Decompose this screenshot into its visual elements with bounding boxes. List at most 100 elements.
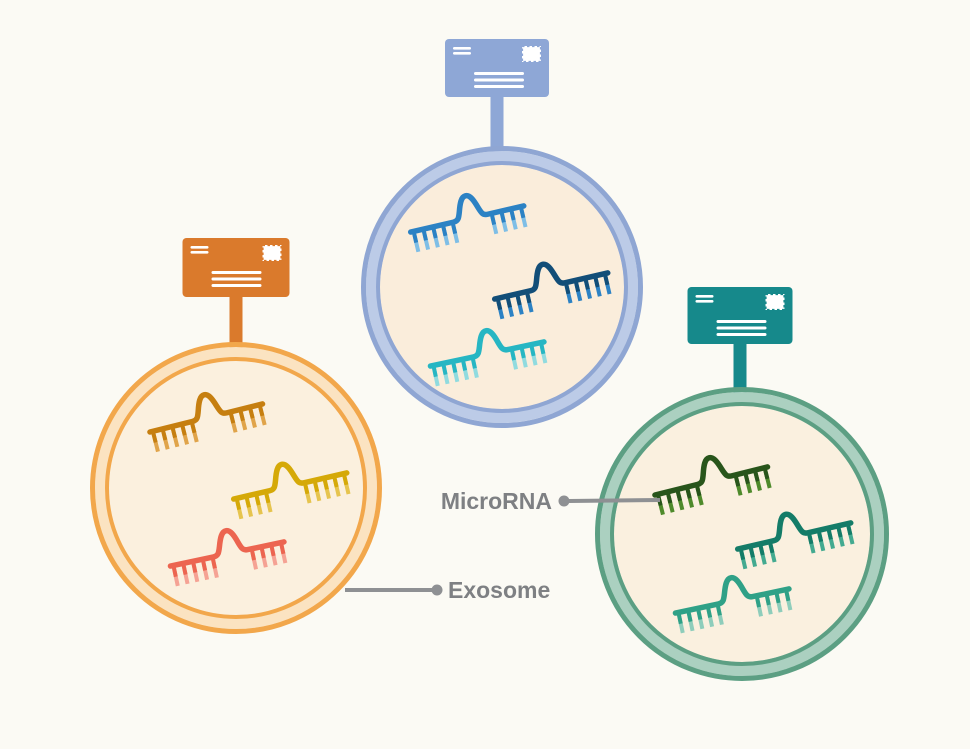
base-pair-tooth — [490, 214, 497, 226]
base-pair-tooth — [201, 560, 208, 571]
base-pair-tooth — [269, 546, 276, 557]
letter-line — [474, 78, 524, 82]
base-pair-tooth — [264, 493, 271, 504]
base-pair-tooth — [421, 230, 428, 241]
base-pair-tooth — [170, 427, 178, 439]
base-pair-tooth — [303, 484, 310, 495]
stamp-icon — [764, 292, 786, 312]
base-pair-tooth — [171, 566, 178, 578]
base-pair-tooth — [768, 543, 775, 554]
base-pair-tooth — [499, 212, 506, 223]
rna-strand — [167, 527, 287, 569]
microrna-icon — [407, 192, 528, 253]
letter-line — [716, 326, 767, 330]
microrna-icon — [167, 527, 288, 587]
letter-line — [716, 333, 767, 336]
base-pair-tooth — [244, 497, 251, 508]
microrna-icon — [427, 327, 548, 387]
base-pair-tooth — [539, 344, 546, 355]
base-pair-tooth — [248, 408, 255, 419]
exosome-blue — [361, 39, 643, 428]
letter-line — [716, 320, 767, 323]
base-pair-tooth — [846, 525, 853, 536]
letter-line — [211, 284, 262, 287]
membrane-outer-stroke — [595, 387, 889, 681]
base-pair-tooth — [235, 499, 242, 511]
base-pair-tooth — [431, 366, 438, 378]
address-line — [695, 300, 714, 303]
base-pair-tooth — [161, 430, 168, 441]
rna-strand — [672, 574, 792, 616]
base-pair-tooth — [441, 364, 448, 375]
base-pair-tooth — [784, 591, 791, 602]
base-pair-tooth — [519, 208, 526, 219]
base-pair-tooth — [686, 611, 693, 622]
base-pair-tooth — [583, 279, 590, 290]
microrna-pointer-dot — [558, 495, 570, 507]
base-pair-tooth — [666, 493, 673, 504]
base-pair-tooth — [774, 593, 781, 604]
address-line — [190, 246, 209, 249]
membrane-outer-stroke — [361, 146, 643, 428]
rna-strand — [230, 461, 350, 502]
microrna-label: MicroRNA — [440, 487, 552, 514]
base-pair-tooth — [510, 350, 517, 361]
base-pair-tooth — [322, 479, 329, 490]
exosome-teal — [595, 287, 889, 681]
base-pair-tooth — [258, 406, 265, 417]
base-pair-tooth — [696, 609, 703, 620]
base-pair-tooth — [734, 476, 741, 487]
base-pair-tooth — [451, 362, 458, 373]
address-line — [453, 47, 471, 50]
base-pair-tooth — [593, 277, 600, 288]
base-pair-tooth — [603, 275, 610, 286]
address-line — [695, 295, 714, 298]
exosome-label: Exosome — [448, 576, 551, 603]
base-pair-tooth — [758, 545, 765, 556]
base-pair-tooth — [763, 469, 770, 480]
base-pair-tooth — [441, 226, 448, 237]
rna-strand — [147, 391, 266, 435]
vesicle-lumen — [614, 406, 870, 662]
rna-strand — [652, 454, 771, 498]
exosome-membrane — [595, 387, 889, 681]
base-pair-tooth — [753, 471, 760, 482]
base-pair-tooth — [676, 613, 683, 625]
membrane-inner-stroke — [105, 357, 367, 619]
base-pair-tooth — [764, 595, 771, 606]
base-pair-tooth — [706, 607, 713, 618]
exosome-pointer-dot — [431, 584, 443, 596]
base-pair-tooth — [574, 281, 581, 293]
base-pair-tooth — [461, 360, 468, 371]
base-pair-tooth — [470, 358, 477, 369]
base-pair-tooth — [515, 295, 522, 306]
base-pair-tooth — [191, 562, 198, 573]
base-pair-tooth — [817, 531, 824, 543]
base-pair-tooth — [739, 549, 746, 561]
base-pair-tooth — [180, 425, 187, 436]
microrna-icon — [230, 461, 351, 520]
membrane-outer-stroke — [90, 342, 382, 634]
base-pair-tooth — [210, 558, 217, 569]
base-pair-tooth — [743, 473, 750, 485]
microrna-icon — [672, 574, 793, 634]
base-pair-tooth — [826, 529, 833, 540]
base-pair-tooth — [564, 284, 571, 295]
membrane-inner-stroke — [376, 161, 628, 413]
base-pair-tooth — [229, 413, 236, 424]
base-pair-tooth — [451, 223, 458, 235]
base-pair-tooth — [675, 490, 683, 502]
base-pair-tooth — [151, 432, 158, 443]
base-pair-tooth — [190, 423, 197, 434]
microrna-icon — [147, 391, 267, 453]
base-pair-tooth — [496, 299, 503, 311]
base-pair-tooth — [342, 475, 349, 486]
base-pair-tooth — [412, 232, 419, 244]
microrna-icon — [734, 511, 855, 570]
exosome-orange — [90, 238, 382, 634]
base-pair-tooth — [748, 547, 755, 558]
base-pair-tooth — [259, 548, 266, 559]
letter-line — [211, 271, 262, 274]
base-pair-tooth — [332, 477, 339, 488]
base-pair-tooth — [695, 486, 702, 497]
